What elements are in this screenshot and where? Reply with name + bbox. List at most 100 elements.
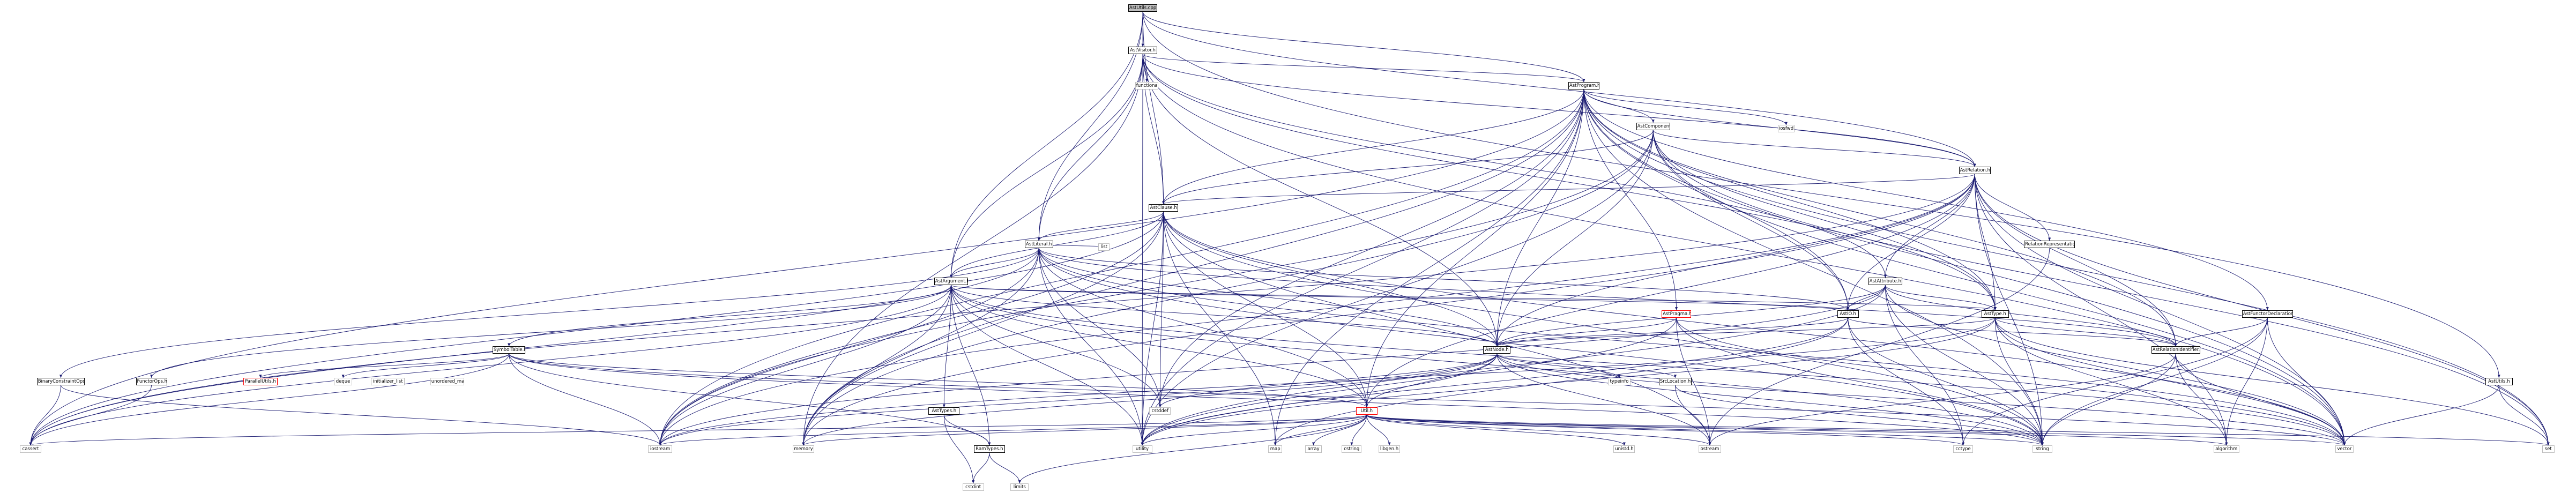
node-limits: limits bbox=[1010, 483, 1029, 491]
edge-astprogram-h-to-string bbox=[1583, 89, 2044, 446]
edge-symboltable-h-to-vector bbox=[509, 354, 2346, 446]
edge-astvisitor-h-to-utility bbox=[1141, 54, 1144, 446]
node-map: map bbox=[1268, 445, 1283, 453]
edge-astprogram-h-to-astio-h bbox=[1583, 89, 1850, 310]
node-astpragma-h[interactable]: AstPragma.h bbox=[1662, 310, 1691, 318]
edge-astprogram-h-to-map bbox=[1274, 89, 1584, 446]
edge-astprogram-h-to-util-h bbox=[1365, 89, 1584, 408]
edge-astliteral-h-to-astargument-h bbox=[950, 248, 1039, 278]
node-functorops-h[interactable]: FunctorOps.h bbox=[136, 377, 167, 385]
edge-astliteral-h-to-cassert bbox=[29, 248, 1039, 446]
edge-astio-h-to-cctype bbox=[1848, 317, 1965, 446]
node-cctype: cctype bbox=[1953, 445, 1974, 453]
node-binaryconstraintops-h[interactable]: BinaryConstraintOps.h bbox=[36, 377, 85, 385]
node-asttypes-h[interactable]: AstTypes.h bbox=[928, 407, 960, 415]
edge-util-h-to-set bbox=[1366, 414, 2550, 446]
node-ramtypes-h[interactable]: RamTypes.h bbox=[973, 445, 1005, 453]
edge-astutils-cpp-to-astclause-h bbox=[1142, 11, 1165, 205]
edge-astvisitor-h-to-asttype-h bbox=[1142, 54, 1997, 310]
edge-astnode-h-to-typeinfo bbox=[1497, 354, 1621, 378]
node-parallelutils-h[interactable]: ParallelUtils.h bbox=[243, 377, 278, 385]
node-astattribute-h[interactable]: AstAttribute.h bbox=[1868, 278, 1903, 286]
edge-astvisitor-h-to-astrelation-h bbox=[1142, 54, 1976, 167]
edge-util-h-to-cassert bbox=[29, 414, 1367, 446]
edge-astclause-h-to-vector bbox=[1163, 211, 2346, 446]
node-util-h[interactable]: Util.h bbox=[1356, 407, 1378, 415]
edge-astcomponent-h-to-astnode-h bbox=[1495, 130, 1654, 347]
edge-binaryconstraintops-h-to-cassert bbox=[29, 385, 61, 446]
edge-astpragma-h-to-astnode-h bbox=[1495, 317, 1677, 347]
edge-astattribute-h-to-astrelationidentifier-h bbox=[1885, 285, 2177, 347]
edge-astliteral-h-to-astrelationidentifier-h bbox=[1038, 248, 2177, 347]
edge-astnode-h-to-srclocation-h bbox=[1497, 353, 1677, 378]
edge-astpragma-h-to-utility bbox=[1141, 317, 1677, 446]
node-functional: functional bbox=[1135, 81, 1159, 89]
edge-astprogram-h-to-utility bbox=[1141, 89, 1584, 446]
edge-asttype-h-to-astnode-h bbox=[1495, 317, 1996, 347]
edge-astargument-h-to-astnode-h bbox=[951, 285, 1499, 347]
node-relationrepresentation-h[interactable]: RelationRepresentation.h bbox=[2024, 241, 2075, 249]
node-unistd-h: unistd.h bbox=[1613, 445, 1635, 453]
edge-astvisitor-h-to-astliteral-h bbox=[1037, 54, 1143, 241]
node-astutils-h[interactable]: AstUtils.h bbox=[2485, 377, 2513, 385]
node-astcomponent-h[interactable]: AstComponent.h bbox=[1636, 122, 1670, 130]
node-astclause-h[interactable]: AstClause.h bbox=[1149, 204, 1179, 212]
edge-symboltable-h-to-parallelutils-h bbox=[259, 353, 510, 378]
edge-astattribute-h-to-asttype-h bbox=[1885, 285, 1997, 310]
edge-astio-h-to-map bbox=[1274, 317, 1849, 446]
node-deque: deque bbox=[334, 377, 352, 385]
edge-astargument-h-to-utility bbox=[951, 285, 1144, 446]
edge-astclause-h-to-astnode-h bbox=[1163, 211, 1499, 347]
edge-astnode-h-to-ostream bbox=[1497, 354, 1711, 446]
node-astprogram-h[interactable]: AstProgram.h bbox=[1568, 81, 1599, 89]
edge-astvisitor-h-to-astprogram-h bbox=[1142, 54, 1585, 83]
node-iosfwd: iosfwd bbox=[1777, 125, 1795, 133]
edge-astliteral-h-to-utility bbox=[1038, 248, 1144, 446]
node-utility: utility bbox=[1132, 445, 1152, 453]
node-astliteral-h[interactable]: AstLiteral.h bbox=[1024, 241, 1053, 249]
edge-astprogram-h-to-vector bbox=[1583, 89, 2346, 446]
edge-astcomponent-h-to-utility bbox=[1141, 130, 1654, 446]
node-string: string bbox=[2032, 445, 2052, 453]
edge-util-h-to-algorithm bbox=[1366, 414, 2228, 446]
edge-astprogram-h-to-astpragma-h bbox=[1583, 89, 1678, 310]
edge-astvisitor-h-to-astnode-h bbox=[1142, 54, 1499, 347]
node-astrelation-h[interactable]: AstRelation.h bbox=[1959, 167, 1991, 174]
node-astfunctordeclaration-h[interactable]: AstFunctorDeclaration.h bbox=[2242, 310, 2293, 318]
edge-astvisitor-h-to-memory bbox=[802, 54, 1143, 446]
edge-astprogram-h-to-asttype-h bbox=[1583, 89, 1997, 310]
node-astio-h[interactable]: AstIO.h bbox=[1837, 310, 1859, 318]
node-astrelationidentifier-h[interactable]: AstRelationIdentifier.h bbox=[2151, 346, 2200, 354]
edge-astclause-h-to-memory bbox=[802, 211, 1164, 446]
node-astutils-cpp[interactable]: AstUtils.cpp bbox=[1128, 4, 1158, 12]
edge-astcomponent-h-to-set bbox=[1652, 130, 2550, 446]
edge-astcomponent-h-to-astclause-h bbox=[1162, 130, 1654, 205]
edge-astclause-h-to-ostream bbox=[1163, 211, 1711, 446]
edge-astrelation-h-to-astclause-h bbox=[1162, 174, 1975, 205]
node-cassert: cassert bbox=[20, 445, 42, 453]
edge-astpragma-h-to-ostream bbox=[1676, 317, 1711, 446]
node-unordered-map: unordered_map bbox=[430, 377, 465, 385]
edge-astpragma-h-to-string bbox=[1676, 317, 2044, 446]
edge-astrelation-h-to-astrelationidentifier-h bbox=[1974, 174, 2177, 347]
node-libgen-h: libgen.h bbox=[1379, 445, 1401, 453]
edge-astrelation-h-to-vector bbox=[1974, 174, 2346, 446]
edge-astattribute-h-to-astio-h bbox=[1847, 285, 1886, 310]
node-srclocation-h[interactable]: SrcLocation.h bbox=[1658, 377, 1692, 385]
edge-astliteral-h-to-iostream bbox=[659, 248, 1039, 446]
node-asttype-h[interactable]: AstType.h bbox=[1981, 310, 2009, 318]
edge-astfunctordeclaration-h-to-astrelationidentifier-h bbox=[2174, 317, 2268, 347]
edge-astargument-h-to-ramtypes-h bbox=[951, 285, 991, 446]
edge-astclause-h-to-utility bbox=[1141, 211, 1164, 446]
node-astnode-h[interactable]: AstNode.h bbox=[1483, 346, 1511, 354]
edge-astrelation-h-to-memory bbox=[802, 174, 1975, 446]
edge-astprogram-h-to-astrelationidentifier-h bbox=[1583, 89, 2177, 347]
node-astvisitor-h[interactable]: AstVisitor.h bbox=[1128, 47, 1158, 55]
node-astargument-h[interactable]: AstArgument.h bbox=[934, 278, 969, 286]
node-initializer-list: initializer_list bbox=[370, 377, 405, 385]
edge-symboltable-h-to-cassert bbox=[29, 354, 510, 446]
edge-astrelation-h-to-astattribute-h bbox=[1883, 174, 1975, 278]
edge-astcomponent-h-to-asttype-h bbox=[1652, 130, 1997, 310]
node-symboltable-h[interactable]: SymbolTable.h bbox=[492, 346, 526, 354]
